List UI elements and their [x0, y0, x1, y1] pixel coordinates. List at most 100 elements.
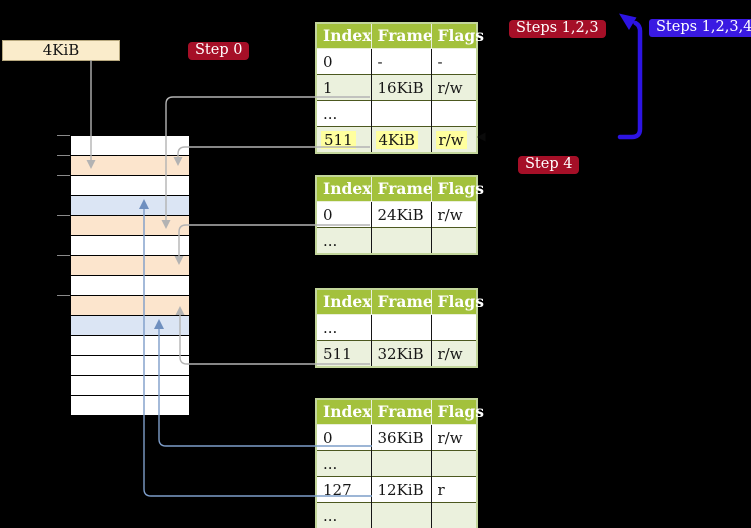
steps-loop-arrowhead-icon — [619, 13, 637, 30]
table-cell — [370, 314, 431, 341]
table-cell — [430, 227, 477, 254]
table-cell: r/w — [430, 74, 477, 101]
table-cell: 36KiB — [370, 424, 431, 451]
table-cell: - — [430, 48, 477, 75]
table-cell: r/w — [430, 126, 477, 153]
tick-mark — [57, 175, 70, 176]
table-cell — [370, 100, 431, 127]
table-cell — [370, 450, 431, 477]
table-cell: 4KiB — [370, 126, 431, 153]
tick-mark — [57, 135, 70, 136]
column-header-frame: Frame — [371, 23, 433, 49]
table-row: ... — [316, 100, 477, 127]
steps-loop-arrow — [617, 20, 643, 140]
table-cell: 32KiB — [370, 340, 431, 367]
page-size-label: 4KiB — [2, 40, 120, 61]
highlighted-value: 511 — [321, 130, 356, 149]
table-cell — [430, 314, 477, 341]
column-header-frame: Frame — [371, 289, 433, 315]
memory-row-11-white — [71, 336, 189, 356]
table-cell — [430, 450, 477, 477]
memory-row-13-white — [71, 376, 189, 396]
tick-mark — [57, 255, 70, 256]
table-cell: r/w — [430, 340, 477, 367]
table-row: 511 4KiB r/w — [316, 126, 477, 153]
table-cell: r/w — [430, 424, 477, 451]
table-row: 0-- — [316, 48, 477, 75]
table-row: ... — [316, 314, 477, 341]
table-cell — [370, 502, 431, 528]
memory-row-10-blue — [71, 316, 189, 336]
table-cell — [430, 502, 477, 528]
table-cell: - — [370, 48, 431, 75]
column-header-flags: Flags — [431, 176, 484, 202]
column-header-index: Index — [316, 399, 372, 425]
steps123-badge: Steps 1,2,3 — [509, 20, 606, 38]
table-cell: 12KiB — [370, 476, 431, 503]
table-row: ... — [316, 502, 477, 528]
table-cell: 0 — [316, 48, 371, 75]
steps1234-badge: Steps 1,2,3,4 — [649, 19, 751, 37]
table-cell: ... — [316, 450, 371, 477]
table-cell — [370, 227, 431, 254]
memory-row-8-white — [71, 276, 189, 296]
tick-mark — [57, 155, 70, 156]
column-header-flags: Flags — [431, 289, 484, 315]
memory-row-7-peach — [71, 256, 189, 276]
memory-row-9-peach — [71, 296, 189, 316]
column-header-index: Index — [316, 23, 372, 49]
column-header-index: Index — [316, 176, 372, 202]
step0-badge: Step 0 — [188, 42, 250, 60]
column-header-frame: Frame — [371, 176, 433, 202]
memory-row-4-blue — [71, 196, 189, 216]
table-cell: 511 — [316, 126, 371, 153]
column-header-flags: Flags — [431, 23, 484, 49]
table-cell: 1 — [316, 74, 371, 101]
highlighted-value: 4KiB — [375, 130, 419, 149]
table-row: ... — [316, 227, 477, 254]
table-cell: ... — [316, 100, 371, 127]
column-header-frame: Frame — [371, 399, 433, 425]
table-cell — [430, 100, 477, 127]
table-cell: ... — [316, 314, 371, 341]
table-cell: 0 — [316, 424, 371, 451]
highlighted-value: r/w — [435, 130, 467, 149]
table-cell: ... — [316, 502, 371, 528]
memory-row-1-white — [71, 136, 189, 156]
memory-row-2-peach — [71, 156, 189, 176]
table-cell: 511 — [316, 340, 371, 367]
memory-row-12-white — [71, 356, 189, 376]
column-header-flags: Flags — [431, 399, 484, 425]
memory-row-5-peach — [71, 216, 189, 236]
tick-mark — [57, 215, 70, 216]
table-cell: r/w — [430, 201, 477, 228]
memory-row-6-white — [71, 236, 189, 256]
step4-badge: Step 4 — [518, 156, 580, 174]
table-cell: r — [430, 476, 477, 503]
tick-mark — [57, 295, 70, 296]
column-header-index: Index — [316, 289, 372, 315]
table-cell: ... — [316, 227, 371, 254]
physical-memory-stack — [70, 135, 190, 416]
memory-row-3-white — [71, 176, 189, 196]
table-cell: 24KiB — [370, 201, 431, 228]
table-cell: 16KiB — [370, 74, 431, 101]
table-cell: 127 — [316, 476, 371, 503]
table-cell: 0 — [316, 201, 371, 228]
black-arrowhead-left-icon — [477, 132, 486, 142]
table-row: ... — [316, 450, 477, 477]
